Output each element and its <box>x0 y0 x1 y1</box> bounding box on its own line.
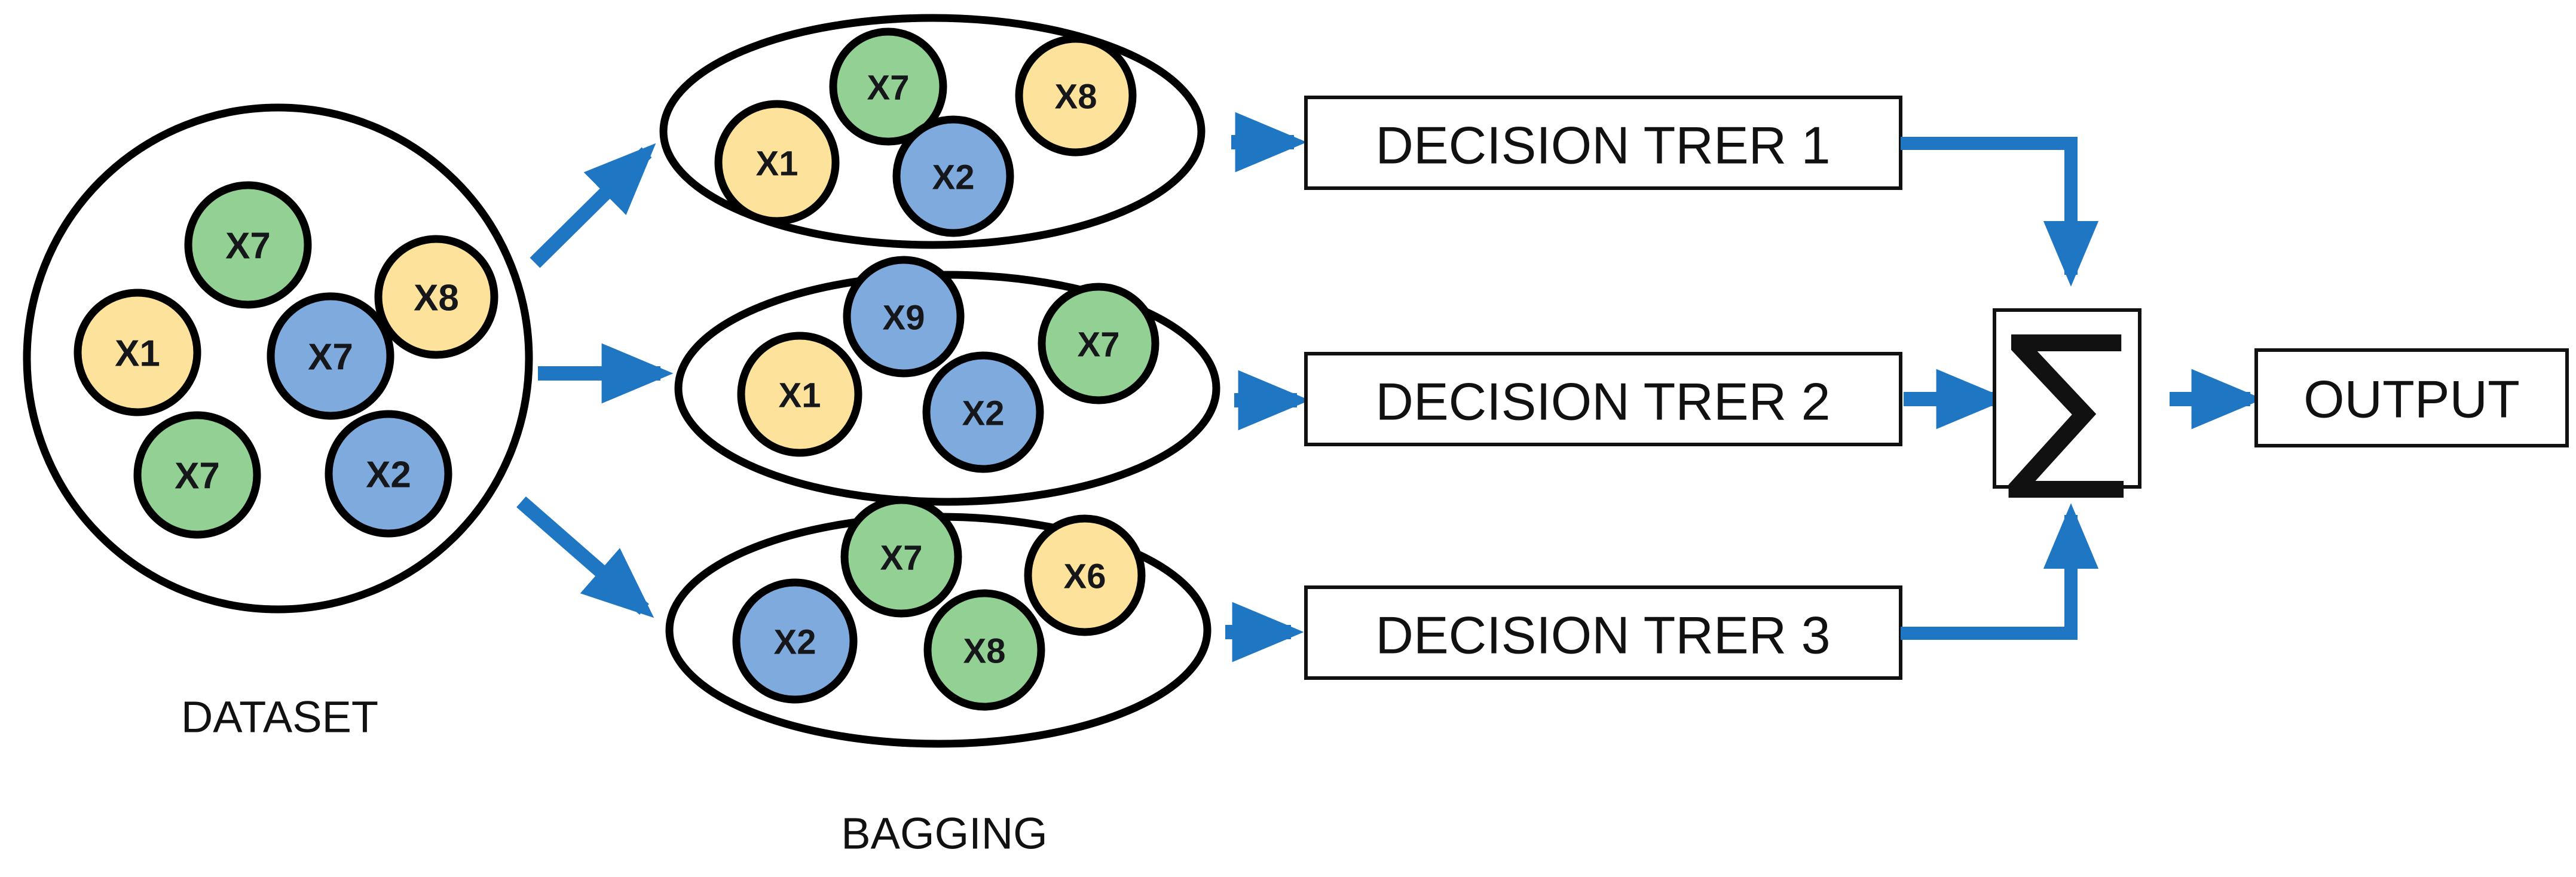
decision-tree-2-box[interactable]: DECISION TRER 2 <box>1304 352 1902 446</box>
node-label: X7 <box>308 337 353 378</box>
bag-node: X1 <box>737 332 862 457</box>
connector-tree1-to-sum <box>1901 137 2099 287</box>
node-label: X8 <box>414 278 459 319</box>
decision-tree-3-label: DECISION TRER 3 <box>1375 606 1830 665</box>
dataset-node: X1 <box>74 289 201 416</box>
node-label: X1 <box>115 333 160 375</box>
bag-2-group: X9 X7 X1 X2 <box>674 256 1220 506</box>
dataset-caption: DATASET <box>181 692 378 742</box>
decision-tree-2-label: DECISION TRER 2 <box>1375 372 1830 431</box>
node-label: X2 <box>932 158 975 197</box>
bagging-caption: BAGGING <box>841 809 1047 858</box>
bag-node: X7 <box>840 496 962 618</box>
node-label: X8 <box>963 632 1006 671</box>
node-label: X2 <box>962 394 1005 433</box>
decision-tree-1-box[interactable]: DECISION TRER 1 <box>1304 96 1902 190</box>
decision-tree-1-label: DECISION TRER 1 <box>1375 116 1830 175</box>
bag-node: X7 <box>1038 283 1159 404</box>
bag-node: X6 <box>1024 514 1146 636</box>
bag-node: X9 <box>843 256 965 378</box>
summation-box[interactable]: ∑ <box>1993 298 2141 506</box>
dataset-node: X7 <box>267 292 394 420</box>
bag-node: X2 <box>922 351 1044 473</box>
node-label: X9 <box>883 299 925 338</box>
bag-node: X8 <box>1015 35 1137 157</box>
output-label: OUTPUT <box>2303 370 2520 429</box>
node-label: X1 <box>779 376 821 415</box>
node-label: X8 <box>1055 78 1097 116</box>
node-label: X1 <box>756 145 799 183</box>
bag-node: X2 <box>732 578 858 704</box>
bag-node: X8 <box>923 589 1045 711</box>
connector-tree3-to-sum <box>1901 503 2099 640</box>
output-box[interactable]: OUTPUT <box>2254 348 2569 447</box>
split-arrow-to-bag-3 <box>516 496 654 618</box>
dataset-group: X7 X8 X1 X7 X7 X2 DATASET <box>23 103 533 742</box>
node-label: X7 <box>880 539 923 578</box>
node-label: X7 <box>867 69 910 108</box>
summation-symbol: ∑ <box>2006 298 2127 506</box>
dataset-node: X7 <box>184 181 312 309</box>
node-label: X7 <box>1078 326 1120 364</box>
node-label: X6 <box>1064 557 1106 596</box>
node-label: X2 <box>366 455 411 496</box>
bag-3-group: X7 X6 X2 X8 <box>665 496 1211 748</box>
split-arrow-to-bag-1 <box>530 143 656 268</box>
bag-node: X7 <box>829 27 947 146</box>
bag-1-group: X7 X8 X1 X2 <box>659 14 1206 249</box>
dataset-node: X8 <box>374 235 498 359</box>
node-label: X2 <box>774 623 816 662</box>
dataset-node: X2 <box>325 410 452 538</box>
dataset-node: X7 <box>133 411 261 539</box>
node-label: X7 <box>175 456 220 497</box>
bag-node: X1 <box>714 100 840 225</box>
node-label: X7 <box>225 226 271 267</box>
bag-node: X2 <box>892 115 1014 237</box>
decision-tree-3-box[interactable]: DECISION TRER 3 <box>1304 585 1902 680</box>
